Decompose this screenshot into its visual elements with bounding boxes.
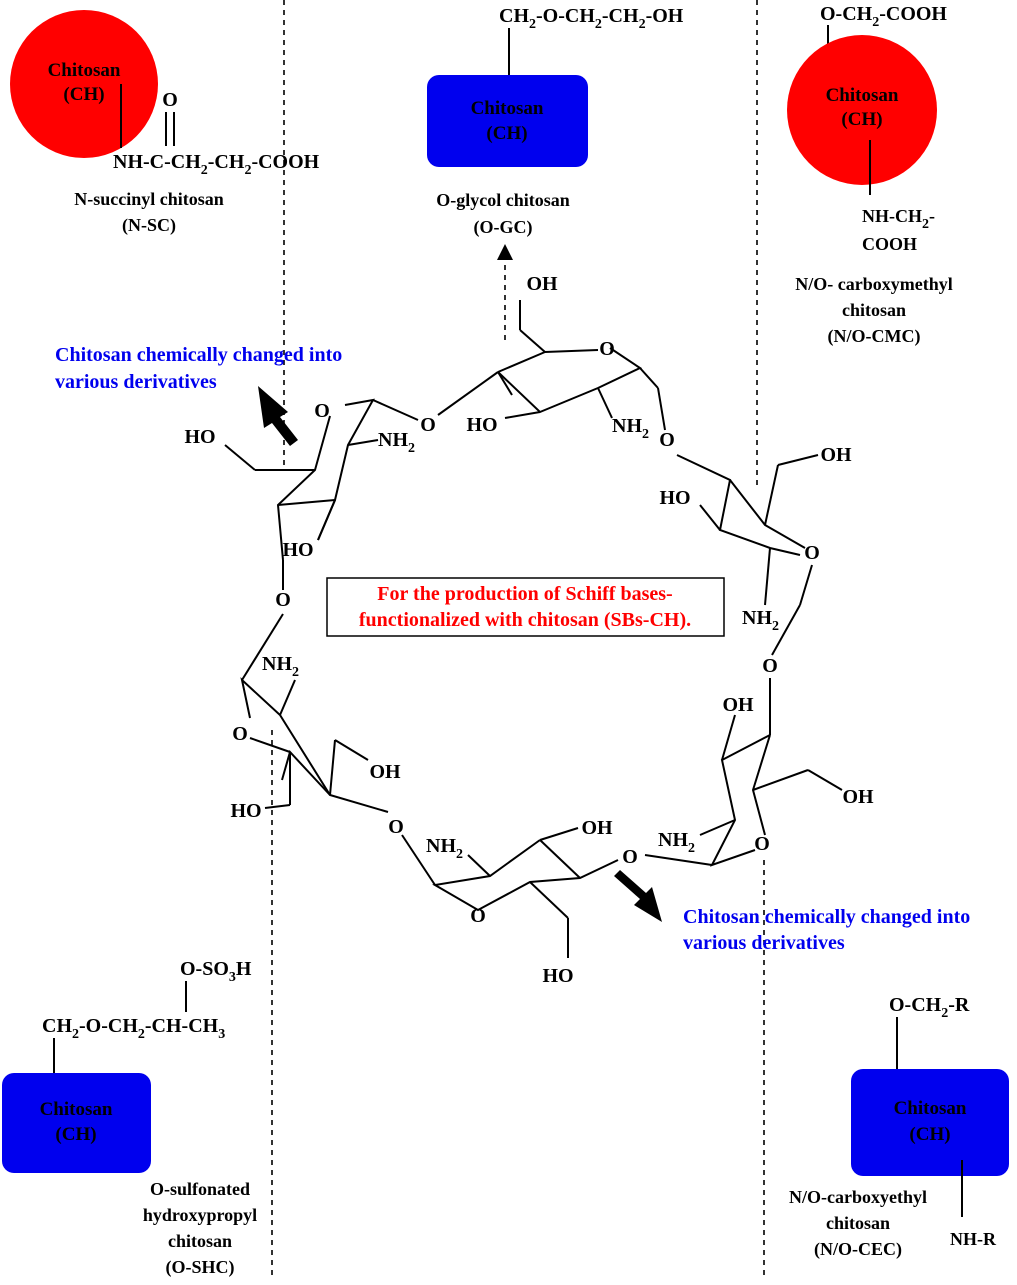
n-o-cmc-top-chain: O-CH2-COOH: [820, 3, 947, 30]
svg-text:HO: HO: [230, 800, 261, 822]
o-glycol-chitosan-block: CH2-O-CH2-CH2-OH Chitosan (CH) O-glycol …: [427, 5, 684, 340]
o-shc-chain: CH2-O-CH2-CH-CH3: [42, 1015, 225, 1042]
n-o-carboxymethyl-chitosan-block: O-CH2-COOH Chitosan (CH) NH-CH2- COOH N/…: [787, 3, 953, 347]
svg-text:NH2: NH2: [378, 429, 415, 456]
n-o-cmc-name-2: chitosan: [842, 300, 906, 320]
o-shc-abbr: (O-SHC): [166, 1257, 235, 1278]
changed-note-2: various derivatives: [55, 371, 217, 393]
svg-text:O: O: [470, 905, 486, 927]
svg-text:O: O: [232, 723, 248, 745]
chitosan-label: Chitosan: [894, 1098, 967, 1119]
svg-text:O: O: [754, 833, 770, 855]
n-succinyl-chitosan-block: Chitosan (CH) O NH-C-CH2-CH2-COOH N-succ…: [10, 10, 320, 236]
chitosan-blue-box: [851, 1069, 1009, 1176]
svg-text:OH: OH: [581, 817, 613, 839]
n-sc-abbr: (N-SC): [122, 215, 176, 236]
n-o-cec-name-1: N/O-carboxyethyl: [789, 1187, 927, 1207]
o-shc-name-2: hydroxypropyl: [143, 1205, 257, 1225]
svg-text:O: O: [388, 816, 404, 838]
o-gc-chain: CH2-O-CH2-CH2-OH: [499, 5, 684, 32]
changed-note-3: Chitosan chemically changed into: [683, 906, 970, 928]
changed-note-1: Chitosan chemically changed into: [55, 344, 342, 366]
o-shc-name-1: O-sulfonated: [150, 1179, 250, 1199]
n-o-cec-name-2: chitosan: [826, 1213, 890, 1233]
svg-text:OH: OH: [722, 694, 754, 716]
thick-arrow-down-right: [614, 870, 662, 922]
changed-note-4: various derivatives: [683, 932, 845, 954]
svg-text:NH2: NH2: [262, 653, 299, 680]
n-o-cec-abbr: (N/O-CEC): [814, 1239, 902, 1260]
chitosan-ring-structure: O O HO NH2 HO O O OH HO NH2 O OH HO O: [184, 273, 874, 987]
svg-text:OH: OH: [842, 786, 874, 808]
svg-text:HO: HO: [466, 414, 497, 436]
n-o-carboxyethyl-chitosan-block: O-CH2-R Chitosan (CH) NH-R N/O-carboxyet…: [789, 994, 1009, 1260]
svg-text:O: O: [275, 589, 291, 611]
chitosan-label: Chitosan: [826, 85, 899, 106]
svg-text:HO: HO: [542, 965, 573, 987]
o-sulfonated-hydroxypropyl-chitosan-block: O-SO3H CH2-O-CH2-CH-CH3 Chitosan (CH) O-…: [2, 958, 257, 1278]
svg-text:HO: HO: [282, 539, 313, 561]
schiff-base-note-2: functionalized with chitosan (SBs-CH).: [359, 609, 691, 631]
svg-text:OH: OH: [820, 444, 852, 466]
o-shc-name-3: chitosan: [168, 1231, 232, 1251]
svg-text:OH: OH: [526, 273, 558, 295]
svg-text:O: O: [420, 414, 436, 436]
n-o-cmc-bottom-1: NH-CH2-: [862, 206, 935, 232]
chitosan-abbr: (CH): [909, 1124, 950, 1145]
o-gc-abbr: (O-GC): [474, 217, 533, 238]
svg-text:O: O: [762, 655, 778, 677]
chitosan-label: Chitosan: [40, 1099, 113, 1120]
n-o-cec-bottom: NH-R: [950, 1229, 997, 1249]
svg-text:O: O: [314, 400, 330, 422]
chitosan-abbr: (CH): [55, 1124, 96, 1145]
thick-arrow-up-left: [258, 386, 298, 446]
chitosan-blue-box: [2, 1073, 151, 1173]
svg-text:HO: HO: [659, 487, 690, 509]
svg-text:O: O: [622, 846, 638, 868]
svg-text:O: O: [599, 338, 615, 360]
svg-text:O: O: [804, 542, 820, 564]
schiff-base-note-box: [326, 577, 725, 637]
n-o-cmc-bottom-2: COOH: [862, 234, 917, 254]
chitosan-label: Chitosan: [48, 60, 121, 81]
svg-text:O: O: [659, 429, 675, 451]
svg-text:NH2: NH2: [612, 415, 649, 442]
n-o-cmc-abbr: (N/O-CMC): [828, 326, 921, 347]
svg-text:HO: HO: [184, 426, 215, 448]
svg-text:OH: OH: [369, 761, 401, 783]
n-sc-chain: NH-C-CH2-CH2-COOH: [113, 151, 320, 178]
n-o-cec-top-chain: O-CH2-R: [889, 994, 970, 1021]
carbonyl-oxygen: O: [162, 89, 178, 111]
schiff-base-note-1: For the production of Schiff bases-: [377, 583, 672, 605]
o-gc-name: O-glycol chitosan: [436, 190, 570, 210]
n-o-cmc-name-1: N/O- carboxymethyl: [795, 274, 952, 294]
chitosan-blue-box: [427, 75, 588, 167]
svg-text:NH2: NH2: [742, 607, 779, 634]
chitosan-abbr: (CH): [63, 84, 104, 105]
chitosan-label: Chitosan: [471, 98, 544, 119]
n-sc-name: N-succinyl chitosan: [74, 189, 224, 209]
o-shc-top-group: O-SO3H: [180, 958, 252, 985]
chitosan-abbr: (CH): [486, 123, 527, 144]
chitosan-red-circle: [787, 35, 937, 185]
svg-text:NH2: NH2: [426, 835, 463, 862]
svg-text:NH2: NH2: [658, 829, 695, 856]
chitosan-abbr: (CH): [841, 109, 882, 130]
